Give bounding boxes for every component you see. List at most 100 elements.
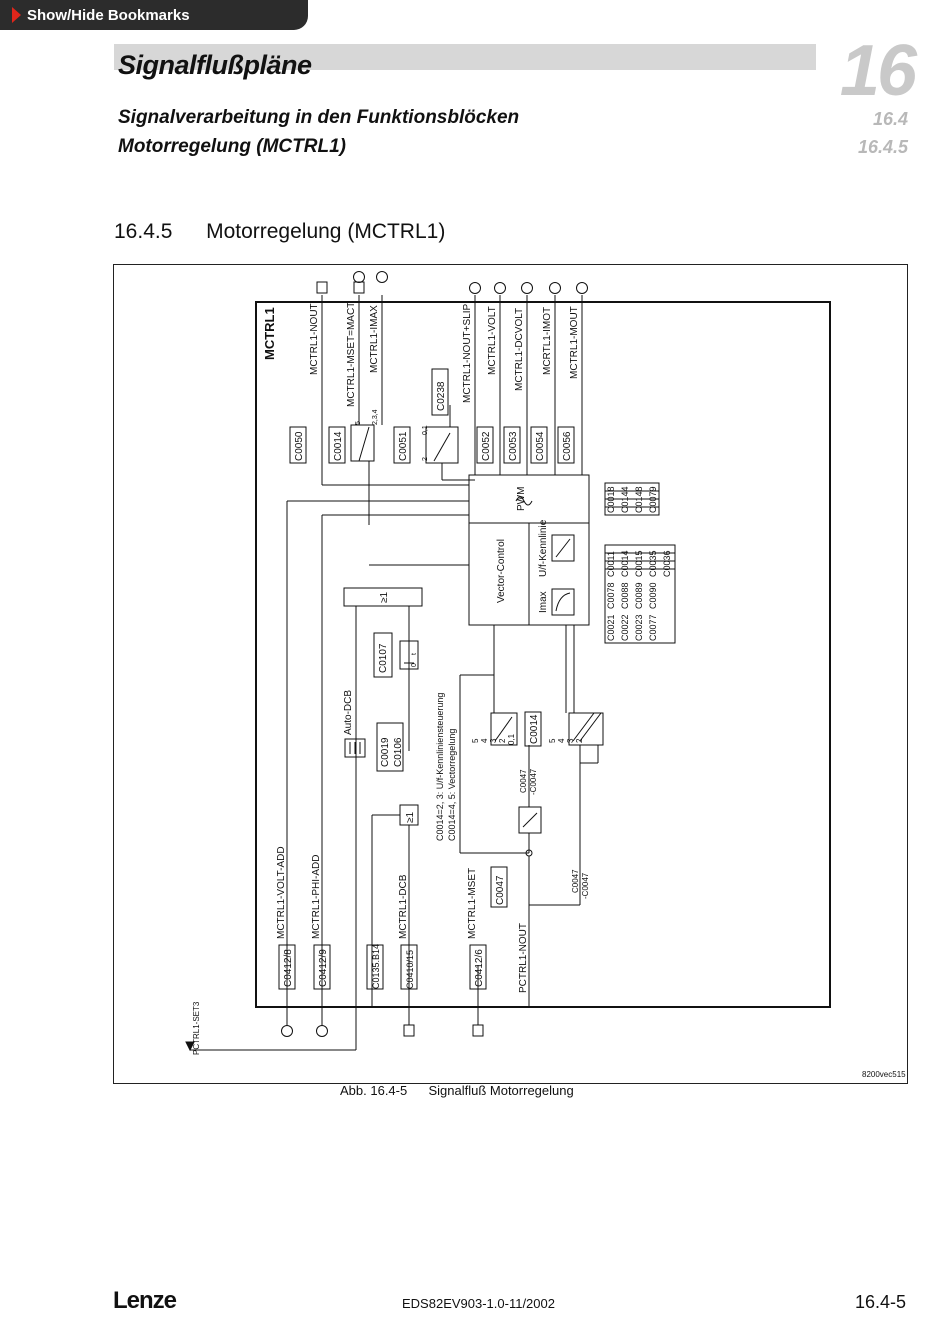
lower-neg-c0047: -C0047 bbox=[581, 872, 590, 899]
show-hide-bookmarks-button[interactable]: Show/Hide Bookmarks bbox=[0, 0, 308, 30]
limiter-c0047: C0047 bbox=[519, 769, 528, 793]
output-code-c0054: C0054 bbox=[535, 431, 546, 461]
sel2-pos-5: 5 bbox=[548, 738, 557, 743]
pwm-code-1: C0018 bbox=[606, 486, 616, 513]
pctrl-set3-label: PCTRL1-SET3 bbox=[192, 1001, 201, 1055]
param-c0088: C0088 bbox=[620, 582, 630, 609]
chapter-number: 16 bbox=[839, 31, 917, 111]
c0107-t-label: t bbox=[411, 653, 418, 655]
limiter-neg-c0047: -C0047 bbox=[529, 768, 538, 795]
param-c0036: C0036 bbox=[662, 550, 672, 577]
section-title: Motorregelung (MCTRL1) bbox=[206, 220, 446, 243]
c0019-code: C0019 bbox=[380, 737, 391, 767]
output-code-c0014: C0014 bbox=[333, 431, 344, 461]
sel1-pos-5: 5 bbox=[471, 738, 480, 743]
switch2-label-2: 2 bbox=[422, 457, 429, 461]
input-label-volt-add: MCTRL1-VOLT-ADD bbox=[276, 846, 287, 939]
sel1-pos-01: 0,1 bbox=[507, 733, 516, 745]
page-subtitle-1: Signalverarbeitung in den Funktionsblöck… bbox=[118, 107, 520, 128]
page-subtitle-2: Motorregelung (MCTRL1) bbox=[118, 136, 346, 157]
param-c0078: C0078 bbox=[606, 582, 616, 609]
figure-caption: Abb. 16.4-5 Signalfluß Motorregelung bbox=[340, 1083, 574, 1098]
page-title: Signalflußpläne bbox=[118, 50, 312, 80]
sel1-pos-3: 3 bbox=[489, 738, 498, 743]
switch2-label-01: 0,1 bbox=[422, 425, 429, 435]
param-c0015: C0015 bbox=[634, 550, 644, 577]
control-note-1: C0014=2, 3: U/f-Kennliniensteuerung bbox=[435, 693, 445, 841]
figure-frame: MCTRL1 MCTRL1-NOUT MCTRL1-MSET=MACT MCTR… bbox=[113, 264, 908, 1084]
param-c0011: C0011 bbox=[606, 551, 616, 577]
input-label-dcb: MCTRL1-DCB bbox=[398, 874, 409, 939]
input-label-mset: MCTRL1-MSET bbox=[467, 868, 478, 939]
section-ref-2: 16.4.5 bbox=[857, 137, 908, 157]
param-c0089: C0089 bbox=[634, 582, 644, 609]
page-number: 16.4-5 bbox=[854, 1292, 906, 1312]
input-code-c0412-9: C0412/9 bbox=[318, 949, 329, 987]
bookmarks-label: Show/Hide Bookmarks bbox=[27, 6, 190, 24]
output-label-volt: MCTRL1-VOLT bbox=[487, 306, 498, 375]
input-code-c0412-6: C0412/6 bbox=[474, 949, 485, 987]
uf-kennlinie-label: U/f-Kennlinie bbox=[538, 519, 549, 577]
param-c0023: C0023 bbox=[634, 614, 644, 641]
sel1-pos-4: 4 bbox=[480, 738, 489, 743]
lenze-logo: Lenze bbox=[113, 1287, 177, 1314]
output-label-imax: MCTRL1-IMAX bbox=[369, 305, 380, 373]
input-label-phi-add: MCTRL1-PHI-ADD bbox=[311, 855, 322, 939]
output-code-c0053: C0053 bbox=[508, 431, 519, 461]
block-name: MCTRL1 bbox=[262, 307, 277, 360]
input-code-c0412-8: C0412/8 bbox=[283, 949, 294, 987]
output-label-mset: MCTRL1-MSET=MACT bbox=[346, 302, 357, 407]
output-label-nout-slip: MCTRL1-NOUT+SLIP bbox=[462, 303, 473, 403]
sel2-pos-2: 2 bbox=[575, 738, 584, 743]
output-label-nout: MCTRL1-NOUT bbox=[309, 303, 320, 375]
param-c0077: C0077 bbox=[648, 614, 658, 641]
output-label-dcvolt: MCTRL1-DCVOLT bbox=[514, 308, 525, 391]
section-number: 16.4.5 bbox=[114, 220, 173, 243]
sel2-pos-3: 3 bbox=[566, 738, 575, 743]
c0238-code: C0238 bbox=[436, 381, 447, 411]
param-c0022: C0022 bbox=[620, 614, 630, 641]
param-c0035: C0035 bbox=[648, 550, 658, 577]
output-code-c0051: C0051 bbox=[398, 431, 409, 461]
document-id: EDS82EV903-1.0-11/2002 bbox=[402, 1296, 555, 1311]
param-c0014: C0014 bbox=[620, 550, 630, 577]
pwm-code-4: C0079 bbox=[648, 486, 658, 513]
output-label-imot: MCRTL1-IMOT bbox=[542, 307, 553, 375]
signal-flow-diagram: MCTRL1 MCTRL1-NOUT MCTRL1-MSET=MACT MCTR… bbox=[185, 271, 906, 1079]
c0107-code: C0107 bbox=[378, 643, 389, 673]
pwm-label: PWM bbox=[516, 487, 527, 511]
lower-c0047: C0047 bbox=[571, 869, 580, 893]
pwm-code-3: C0148 bbox=[634, 486, 644, 513]
output-code-c0052: C0052 bbox=[481, 431, 492, 461]
sel1-pos-2: 2 bbox=[498, 738, 507, 743]
section-ref-1: 16.4 bbox=[872, 109, 908, 129]
c0047-code: C0047 bbox=[495, 875, 506, 905]
param-c0021: C0021 bbox=[606, 614, 616, 641]
auto-dcb-label: Auto-DCB bbox=[343, 690, 354, 735]
section-heading: 16.4.5 Motorregelung (MCTRL1) bbox=[114, 220, 445, 244]
switch1-label-234: 2,3,4 bbox=[372, 409, 379, 425]
c0106-code: C0106 bbox=[393, 737, 404, 767]
control-note-2: C0014=4, 5: Vectorregelung bbox=[447, 729, 457, 841]
play-arrow-icon bbox=[12, 7, 21, 23]
header-bar bbox=[114, 44, 816, 70]
sel2-pos-4: 4 bbox=[557, 738, 566, 743]
imax-label: Imax bbox=[538, 591, 549, 613]
c0107-zero-label: 0 bbox=[411, 663, 418, 667]
selector-c0014: C0014 bbox=[529, 714, 540, 744]
input-code-c0410-15: C0410/15 bbox=[405, 950, 415, 989]
input-code-c0135: C0135.B14 bbox=[371, 944, 381, 989]
switch1-label-5: 5 bbox=[355, 421, 362, 425]
vector-control-label: Vector-Control bbox=[496, 539, 507, 603]
caption-text: Signalfluß Motorregelung bbox=[428, 1083, 574, 1098]
param-c0090: C0090 bbox=[648, 582, 658, 609]
output-code-c0056: C0056 bbox=[562, 431, 573, 461]
pwm-code-2: C0144 bbox=[620, 486, 630, 513]
or-block-bottom: ≥1 bbox=[405, 812, 416, 823]
output-code-c0050: C0050 bbox=[294, 431, 305, 461]
or-block-top: ≥1 bbox=[379, 592, 390, 603]
output-label-mout: MCTRL1-MOUT bbox=[569, 306, 580, 379]
input-label-pctrl-nout: PCTRL1-NOUT bbox=[518, 923, 529, 993]
caption-number: Abb. 16.4-5 bbox=[340, 1083, 408, 1098]
figure-id: 8200vec515 bbox=[862, 1070, 906, 1079]
